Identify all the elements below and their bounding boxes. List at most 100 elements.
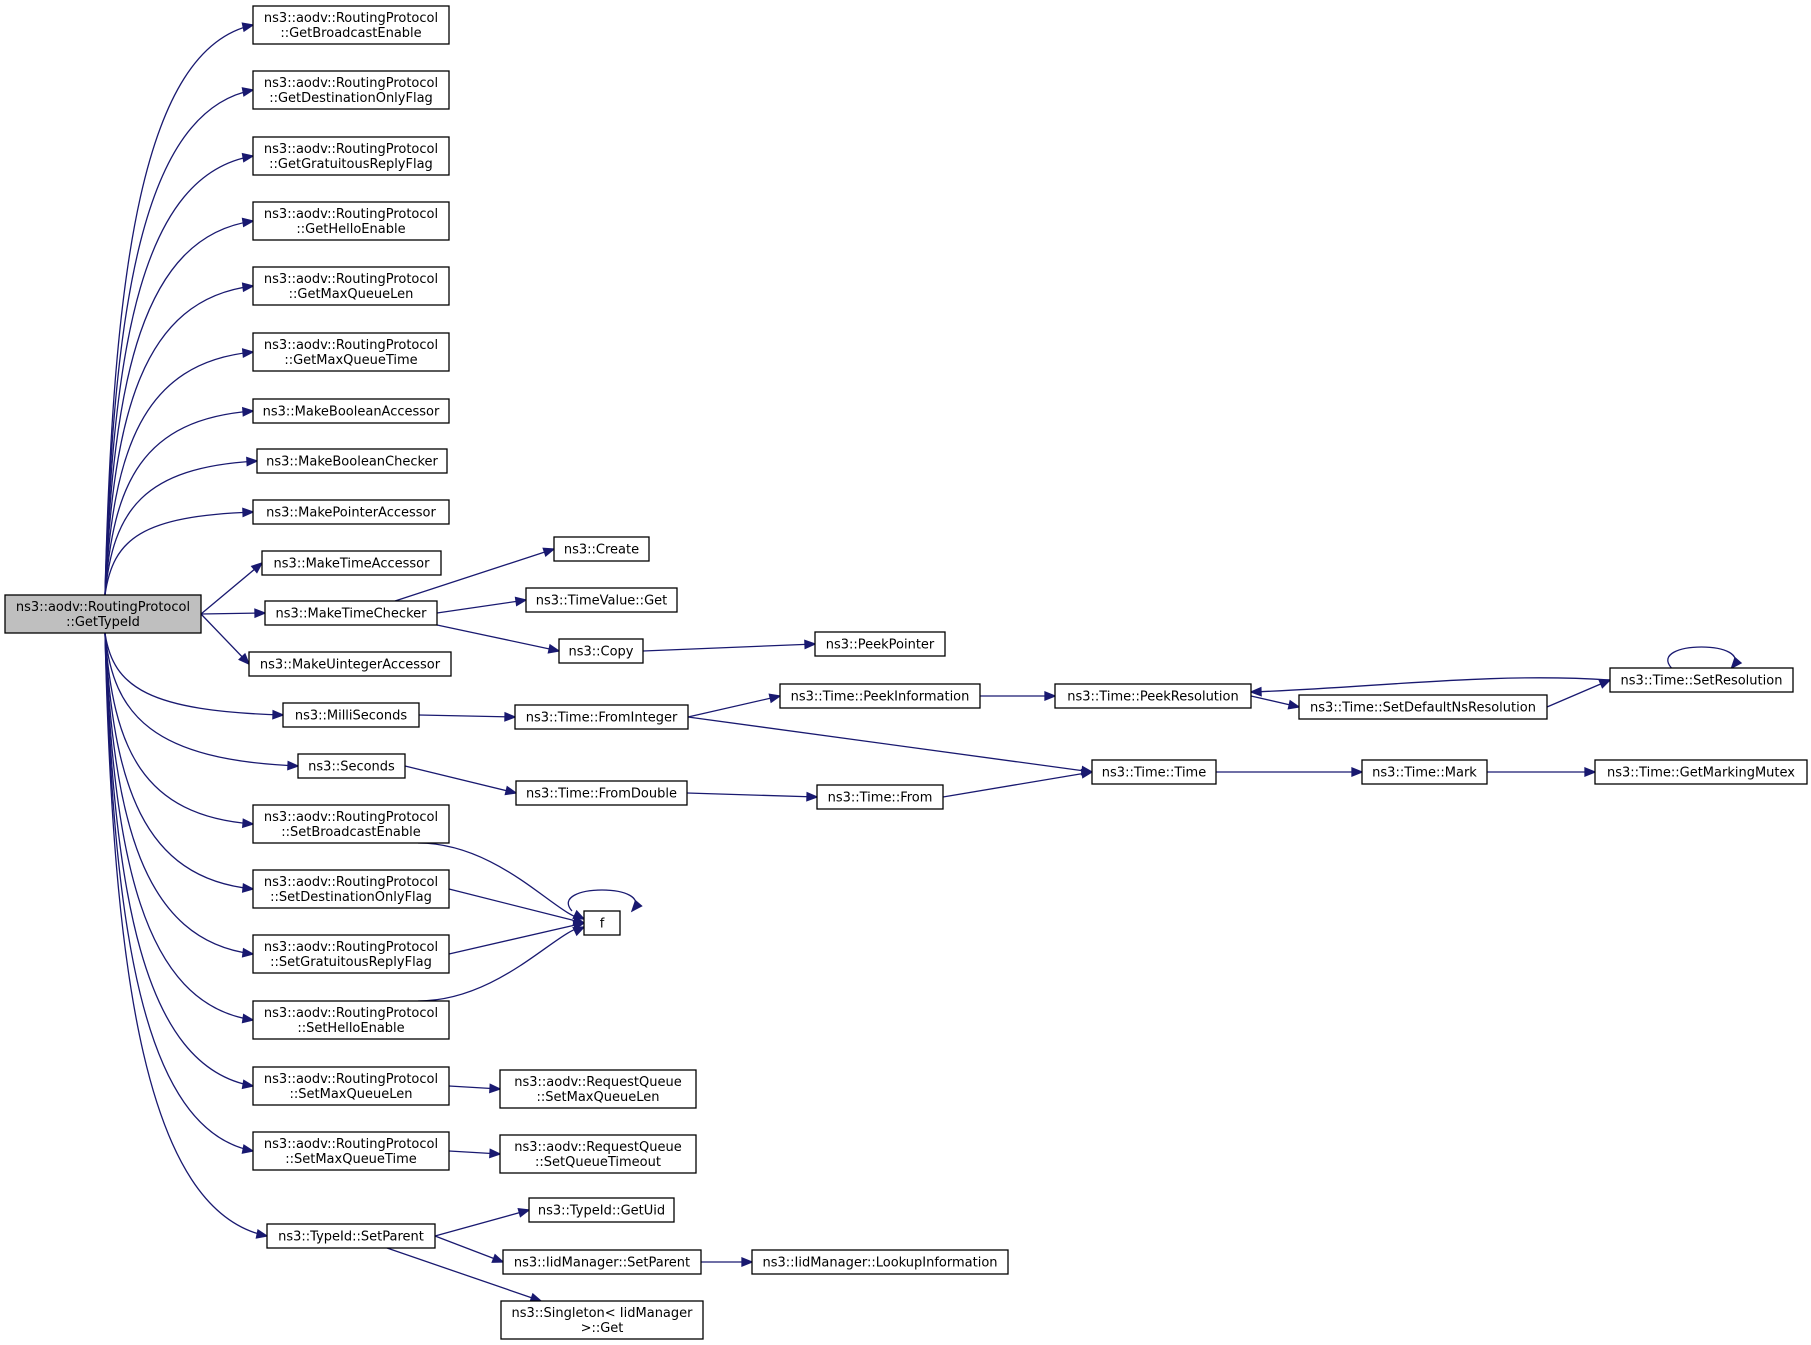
node-time-set-default-ns-resolution[interactable]: ns3::Time::SetDefaultNsResolution — [1298, 694, 1548, 720]
node-label: ns3::Time::Mark — [1372, 766, 1477, 781]
node-box — [502, 1249, 702, 1275]
node-label: ns3::Time::SetResolution — [1621, 674, 1783, 689]
node-time-set-resolution[interactable]: ns3::Time::SetResolution — [1609, 667, 1794, 693]
node-time-from[interactable]: ns3::Time::From — [816, 784, 944, 810]
node-time-get-marking-mutex[interactable]: ns3::Time::GetMarkingMutex — [1594, 759, 1808, 785]
edge-time-from-integer-to-time-peek-information-arrowhead — [768, 693, 782, 704]
node-f[interactable]: f — [583, 910, 621, 936]
node-box — [282, 702, 420, 728]
node-label: ns3::Time::From — [828, 791, 933, 806]
edge-time-peek-resolution-to-time-set-default-ns-resolution-arrowhead — [1287, 699, 1301, 710]
node-make-boolean-checker[interactable]: ns3::MakeBooleanChecker — [256, 448, 448, 474]
node-get-max-queue-len[interactable]: ns3::aodv::RoutingProtocol::GetMaxQueueL… — [252, 266, 450, 306]
node-label: ::SetQueueTimeout — [535, 1155, 661, 1170]
edge-root-to-make-uinteger-accessor — [200, 613, 250, 665]
edge-set-max-queue-len-to-rq-set-max-queue-len-arrowhead — [489, 1083, 502, 1094]
node-rq-set-max-queue-len[interactable]: ns3::aodv::RequestQueue::SetMaxQueueLen — [499, 1069, 697, 1109]
node-time-mark[interactable]: ns3::Time::Mark — [1361, 759, 1488, 785]
node-box — [264, 600, 438, 626]
edge-root-to-make-boolean-checker — [104, 460, 258, 596]
node-rq-set-queue-timeout[interactable]: ns3::aodv::RequestQueue::SetQueueTimeout — [499, 1134, 697, 1174]
node-label: ns3::aodv::RoutingProtocol — [264, 142, 438, 157]
edges-layer — [104, 22, 1743, 1303]
node-set-broadcast-enable[interactable]: ns3::aodv::RoutingProtocol::SetBroadcast… — [252, 804, 450, 844]
node-make-pointer-accessor[interactable]: ns3::MakePointerAccessor — [252, 499, 450, 525]
node-root[interactable]: ns3::aodv::RoutingProtocol::GetTypeId — [4, 594, 202, 634]
node-box — [499, 1069, 697, 1109]
node-make-uinteger-accessor[interactable]: ns3::MakeUintegerAccessor — [248, 651, 452, 677]
edge-make-time-checker-to-copy — [436, 624, 560, 652]
node-time-peek-information[interactable]: ns3::Time::PeekInformation — [779, 683, 981, 709]
nodes-layer: ns3::aodv::RoutingProtocol::GetTypeIdns3… — [4, 5, 1808, 1340]
node-label: ns3::TypeId::GetUid — [538, 1204, 665, 1219]
node-get-hello-enable[interactable]: ns3::aodv::RoutingProtocol::GetHelloEnab… — [252, 201, 450, 241]
edge-type-id-set-parent-to-iid-set-parent-arrowhead — [491, 1253, 505, 1263]
node-set-gratuitous-reply-flag[interactable]: ns3::aodv::RoutingProtocol::SetGratuitou… — [252, 934, 450, 974]
node-box — [558, 638, 644, 664]
node-label: ns3::aodv::RequestQueue — [514, 1140, 681, 1155]
node-label: ns3::Time::PeekResolution — [1067, 690, 1238, 705]
edge-root-to-milli-seconds-arrowhead — [272, 709, 285, 720]
node-label: ns3::Copy — [568, 645, 633, 660]
node-peek-pointer[interactable]: ns3::PeekPointer — [814, 631, 946, 657]
edge-root-to-make-boolean-checker-arrowhead — [246, 456, 259, 467]
edge-root-to-set-gratuitous-reply-flag-arrowhead — [241, 947, 255, 958]
node-label: ns3::aodv::RoutingProtocol — [264, 1006, 438, 1021]
node-iid-set-parent[interactable]: ns3::IidManager::SetParent — [502, 1249, 702, 1275]
node-get-max-queue-time[interactable]: ns3::aodv::RoutingProtocol::GetMaxQueueT… — [252, 332, 450, 372]
node-singleton-get[interactable]: ns3::Singleton< IidManager>::Get — [500, 1300, 704, 1340]
node-time-value-get[interactable]: ns3::TimeValue::Get — [525, 587, 678, 613]
edge-milli-seconds-to-time-from-integer — [418, 714, 516, 718]
node-set-max-queue-time[interactable]: ns3::aodv::RoutingProtocol::SetMaxQueueT… — [252, 1131, 450, 1171]
edge-time-from-double-to-time-from-arrowhead — [806, 791, 819, 802]
edge-set-hello-enable-to-f-arrowhead — [572, 926, 586, 937]
node-box — [252, 266, 450, 306]
node-make-boolean-accessor[interactable]: ns3::MakeBooleanAccessor — [252, 398, 450, 424]
node-label: ns3::aodv::RoutingProtocol — [264, 940, 438, 955]
node-type-id-set-parent[interactable]: ns3::TypeId::SetParent — [266, 1223, 436, 1249]
node-time-from-integer[interactable]: ns3::Time::FromInteger — [514, 704, 689, 730]
node-set-max-queue-len[interactable]: ns3::aodv::RoutingProtocol::SetMaxQueueL… — [252, 1066, 450, 1106]
edge-set-gratuitous-reply-flag-to-f — [448, 922, 585, 955]
node-time-time[interactable]: ns3::Time::Time — [1091, 759, 1217, 785]
edge-set-max-queue-time-to-rq-set-queue-timeout-arrowhead — [489, 1148, 502, 1159]
node-seconds[interactable]: ns3::Seconds — [297, 753, 406, 779]
node-get-broadcast-enable[interactable]: ns3::aodv::RoutingProtocol::GetBroadcast… — [252, 5, 450, 45]
edge-make-time-checker-to-time-value-get — [436, 599, 527, 614]
edge-root-to-get-max-queue-time — [104, 351, 254, 596]
node-make-time-accessor[interactable]: ns3::MakeTimeAccessor — [261, 550, 442, 576]
edge-root-to-get-max-queue-len — [104, 285, 254, 596]
node-get-gratuitous-reply-flag[interactable]: ns3::aodv::RoutingProtocol::GetGratuitou… — [252, 136, 450, 176]
node-set-destination-only-flag[interactable]: ns3::aodv::RoutingProtocol::SetDestinati… — [252, 869, 450, 909]
node-create[interactable]: ns3::Create — [553, 536, 650, 562]
node-box — [297, 753, 406, 779]
node-time-peek-resolution[interactable]: ns3::Time::PeekResolution — [1054, 683, 1252, 709]
node-time-from-double[interactable]: ns3::Time::FromDouble — [515, 780, 688, 806]
node-make-time-checker[interactable]: ns3::MakeTimeChecker — [264, 600, 438, 626]
node-iid-lookup-information[interactable]: ns3::IidManager::LookupInformation — [751, 1249, 1009, 1275]
node-box — [252, 136, 450, 176]
node-label: ns3::MakeTimeAccessor — [274, 557, 431, 572]
node-label: ::GetBroadcastEnable — [280, 26, 421, 41]
node-get-destination-only-flag[interactable]: ns3::aodv::RoutingProtocol::GetDestinati… — [252, 70, 450, 110]
edge-root-to-set-destination-only-flag-arrowhead — [241, 883, 255, 893]
edge-root-to-set-gratuitous-reply-flag — [104, 632, 254, 955]
node-box — [525, 587, 678, 613]
node-label: ns3::aodv::RoutingProtocol — [264, 338, 438, 353]
node-set-hello-enable[interactable]: ns3::aodv::RoutingProtocol::SetHelloEnab… — [252, 1000, 450, 1040]
node-milli-seconds[interactable]: ns3::MilliSeconds — [282, 702, 420, 728]
node-box — [751, 1249, 1009, 1275]
edge-f-to-f-arrowhead — [630, 899, 643, 913]
node-box — [814, 631, 946, 657]
node-label: ::SetHelloEnable — [297, 1021, 404, 1036]
node-type-id-get-uid[interactable]: ns3::TypeId::GetUid — [528, 1197, 675, 1223]
edge-time-from-integer-to-time-time — [687, 716, 1093, 773]
node-label: ns3::Time::GetMarkingMutex — [1607, 766, 1795, 781]
node-box — [252, 398, 450, 424]
node-label: ns3::aodv::RoutingProtocol — [264, 272, 438, 287]
node-copy[interactable]: ns3::Copy — [558, 638, 644, 664]
node-box — [528, 1197, 675, 1223]
node-box — [779, 683, 981, 709]
node-label: ns3::Time::FromDouble — [526, 787, 677, 802]
